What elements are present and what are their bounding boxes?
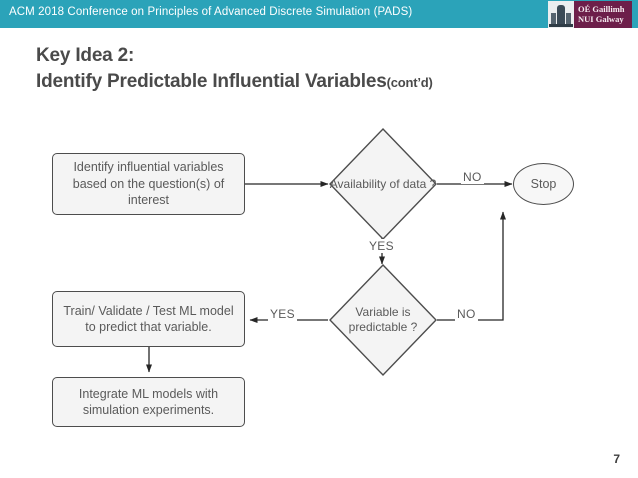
logo-line-irish: OÉ Gaillimh bbox=[578, 4, 625, 14]
logo-line-english: NUI Galway bbox=[578, 14, 624, 24]
edge-label-yes-data: YES bbox=[367, 239, 396, 253]
title-line-2: Identify Predictable Influential Variabl… bbox=[36, 69, 596, 96]
title-line-1: Key Idea 2: bbox=[36, 45, 135, 66]
node-availability-of-data[interactable]: Availability of data ? bbox=[328, 127, 438, 241]
edge-label-no-data: NO bbox=[461, 170, 484, 184]
university-crest-icon bbox=[548, 1, 574, 28]
logo-wordmark: OÉ Gaillimh NUI Galway bbox=[574, 1, 632, 28]
page-title: Key Idea 2: Identify Predictable Influen… bbox=[36, 43, 596, 96]
page-number: 7 bbox=[613, 452, 620, 466]
edge-label-no-predictable: NO bbox=[455, 307, 478, 321]
title-line-2-main: Identify Predictable Influential Variabl… bbox=[36, 71, 387, 92]
node-integrate-models[interactable]: Integrate ML models with simulation expe… bbox=[52, 377, 245, 427]
node-train-model[interactable]: Train/ Validate / Test ML model to predi… bbox=[52, 291, 245, 347]
edge-label-yes-predictable: YES bbox=[268, 307, 297, 321]
node-variable-predictable[interactable]: Variable is predictable ? bbox=[328, 263, 438, 377]
conference-title: ACM 2018 Conference on Principles of Adv… bbox=[9, 6, 413, 18]
university-logo: OÉ Gaillimh NUI Galway bbox=[548, 1, 632, 28]
header-bar bbox=[0, 0, 638, 28]
node-stop[interactable]: Stop bbox=[513, 163, 574, 205]
node-identify-variables[interactable]: Identify influential variables based on … bbox=[52, 153, 245, 215]
title-suffix: (cont’d) bbox=[386, 75, 433, 90]
